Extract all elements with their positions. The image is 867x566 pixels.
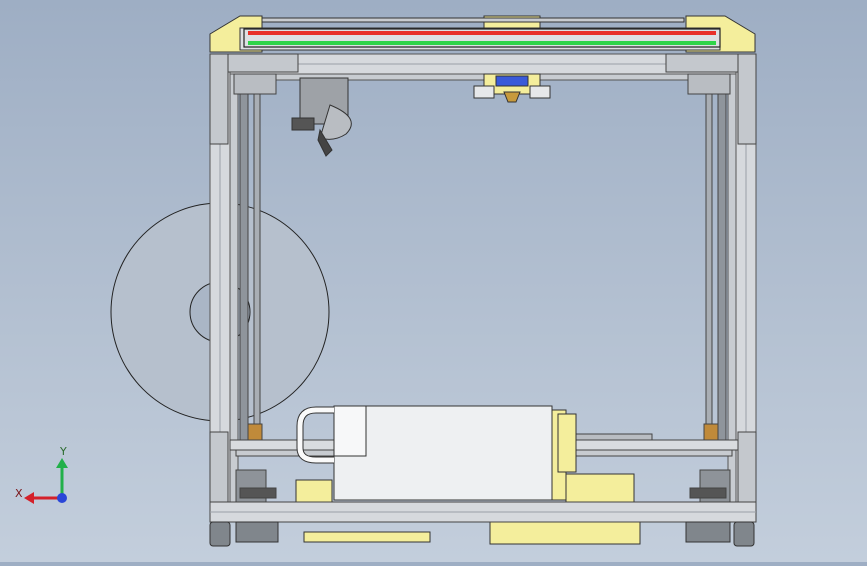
left-top-gusset [209, 53, 229, 145]
triad-y-label: Y [59, 445, 67, 458]
left-lead-screw [253, 91, 261, 443]
right-top-bracket [687, 73, 731, 95]
extruder-lever [317, 128, 333, 157]
extruder-motor[interactable] [291, 77, 352, 157]
bottom-frame[interactable] [209, 469, 757, 523]
nozzle [503, 91, 521, 103]
right-top-gusset [737, 53, 757, 145]
bottom-yellow-parts[interactable] [295, 473, 641, 545]
extruder-knob [291, 117, 315, 131]
hotend-left-clip [473, 85, 495, 99]
triad-x-label: X [15, 487, 23, 500]
z-axis-rods[interactable] [233, 73, 731, 443]
foot-right-rear [685, 521, 731, 543]
controller-box [489, 521, 641, 545]
right-spring [689, 487, 727, 499]
gantry-rod-top [261, 17, 685, 23]
coordinate-triad-icon: Y X [15, 445, 68, 504]
foot-right-front [733, 521, 755, 547]
left-bottom-mount [295, 479, 333, 503]
psu-side-plate [557, 413, 577, 473]
belt-loop-outline [243, 28, 721, 48]
right-lead-screw [705, 91, 713, 443]
hotend-fan [495, 75, 529, 87]
top-gantry[interactable] [209, 15, 756, 53]
triad-x-arrow [24, 492, 34, 504]
foot-left-front [209, 521, 231, 547]
right-coupler [703, 423, 719, 443]
power-supply[interactable] [296, 405, 577, 501]
right-smooth-rod [717, 79, 727, 441]
right-bottom-mount [565, 473, 635, 503]
foot-left-rear [235, 521, 279, 543]
psu-handle-inner [297, 407, 334, 463]
left-top-bracket [233, 73, 277, 95]
psu-label [333, 405, 367, 457]
psu-body [333, 405, 553, 501]
triad-y-arrow [56, 458, 68, 468]
feet [209, 521, 755, 547]
left-spring [239, 487, 277, 499]
hotend-assembly[interactable] [473, 73, 551, 103]
triad-z-axis [57, 493, 67, 503]
left-smooth-rod [239, 79, 249, 441]
left-coupler [247, 423, 263, 443]
hotend-right-clip [529, 85, 551, 99]
bottom-tray [303, 531, 431, 543]
